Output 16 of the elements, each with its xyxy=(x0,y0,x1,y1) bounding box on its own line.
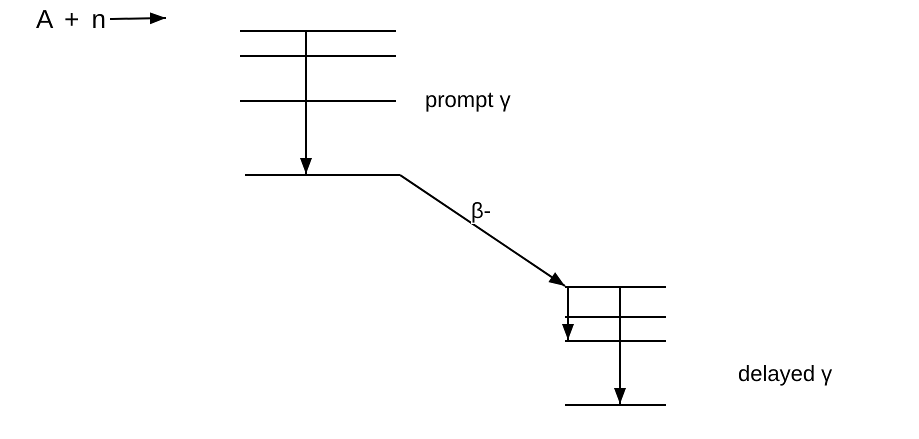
reaction-text: A + n xyxy=(14,4,110,34)
arrow xyxy=(562,288,574,340)
arrow xyxy=(399,174,566,287)
arrow xyxy=(110,12,166,24)
arrow xyxy=(614,288,626,404)
energy-level-line xyxy=(565,404,666,406)
emission-label: prompt γ xyxy=(425,87,511,113)
energy-level-line xyxy=(245,174,400,176)
energy-level-line xyxy=(240,100,396,102)
energy-level-line xyxy=(565,286,666,288)
energy-level-line xyxy=(240,30,396,32)
energy-level-line xyxy=(565,316,666,318)
energy-level-line xyxy=(240,55,396,57)
energy-level-line xyxy=(565,340,666,342)
emission-label: delayed γ xyxy=(738,361,832,387)
arrow xyxy=(300,32,312,174)
